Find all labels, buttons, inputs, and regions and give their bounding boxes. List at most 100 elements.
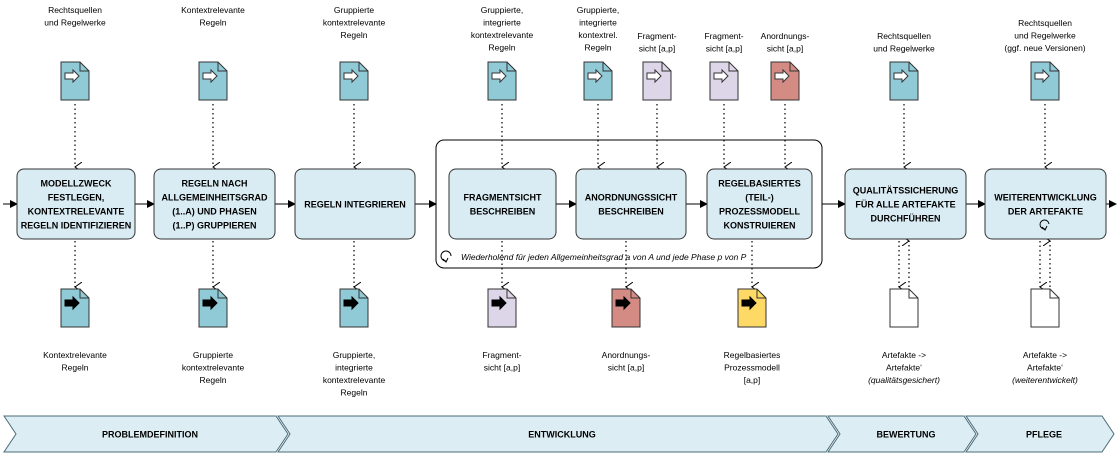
input-doc-2-fold: [217, 62, 227, 72]
loop-note: Wiederholend für jeden Allgemeinheitsgra…: [461, 252, 747, 262]
step-modellzweck-label: KONTEXTRELEVANTE: [28, 207, 125, 217]
output-doc-2-fold: [217, 289, 227, 299]
input-doc-5-fold: [602, 62, 612, 72]
step-integrieren-label: REGELN INTEGRIEREN: [304, 200, 406, 210]
output-arrow-icon: [64, 295, 80, 311]
step-anordnungssicht: [575, 168, 687, 240]
step-modellzweck-label: FESTLEGEN,: [48, 193, 105, 203]
output-label-7: Artefakte‘: [886, 363, 922, 373]
input-doc-10: [1030, 61, 1060, 101]
input-label-3: Regeln: [341, 30, 368, 40]
output-doc-2: [198, 288, 228, 328]
input-label-7: sicht [a,p]: [706, 44, 742, 54]
input-label-8: sicht [a,p]: [767, 44, 803, 54]
input-doc-6: [642, 61, 672, 101]
output-doc-3-page: [339, 288, 369, 328]
documents: [60, 61, 1060, 328]
input-doc-1: [60, 61, 90, 101]
output-doc-4: [487, 288, 517, 328]
output-doc-7-page: [889, 288, 919, 328]
phase-chevron-3: [827, 415, 977, 453]
step-gruppieren-label: (1..P) GRUPPIEREN: [172, 221, 256, 231]
output-doc-1: [60, 288, 90, 328]
phase-chevron-1: [3, 415, 289, 453]
step-weiterentwicklung-label: DER ARTEFAKTE: [1008, 207, 1083, 217]
output-label-5: Anordnungs-: [602, 350, 651, 360]
input-doc-1-page: [60, 61, 90, 101]
input-doc-4: [487, 61, 517, 101]
input-label-3: Gruppierte: [334, 5, 374, 15]
phase-label-3: BEWERTUNG: [877, 430, 936, 440]
output-label-1: Kontextrelevante: [43, 350, 107, 360]
repeat-icon: [1039, 219, 1050, 230]
input-doc-8: [770, 61, 800, 101]
input-arrow-icon: [713, 68, 729, 84]
output-label-3: integrierte: [335, 363, 373, 373]
input-label-5: Regeln: [585, 43, 612, 53]
step-fragmentsicht: [448, 168, 557, 240]
input-label-9: Rechtsquellen: [877, 31, 931, 41]
input-label-1: Rechtsquellen: [48, 5, 102, 15]
output-doc-4-page: [487, 288, 517, 328]
step-qualitaetssicherung: [844, 168, 967, 240]
input-label-10: (ggf. neue Versionen): [1004, 43, 1085, 53]
step-modellzweck-label: MODELLZWECK: [41, 179, 112, 189]
output-label-6: [a,p]: [744, 375, 761, 385]
output-label-2: kontextrelevante: [182, 363, 245, 373]
step-gruppieren: [153, 168, 276, 240]
input-label-5: integrierte: [579, 18, 617, 28]
output-label-4: sicht [a,p]: [484, 363, 520, 373]
input-label-3: kontextrelevante: [323, 18, 386, 28]
step-qualitaetssicherung-label: DURCHFÜHREN: [871, 214, 941, 224]
output-label-4: Fragment-: [482, 350, 521, 360]
step-weiterentwicklung-label: WEITERENTWICKLUNG: [994, 193, 1097, 203]
input-label-2: Kontextrelevante: [181, 5, 245, 15]
step-modellzweck: [16, 168, 136, 240]
step-fragmentsicht-label: FRAGMENTSICHT: [464, 193, 542, 203]
output-doc-6-page: [737, 288, 767, 328]
input-doc-7: [709, 61, 739, 101]
input-doc-9-page: [889, 61, 919, 101]
step-weiterentwicklung: [984, 168, 1107, 240]
output-arrow-icon: [615, 295, 631, 311]
input-doc-2: [198, 61, 228, 101]
input-arrow-icon: [893, 68, 909, 84]
output-label-8: Artefakte ->: [1023, 350, 1067, 360]
input-arrow-icon: [646, 68, 662, 84]
input-arrow-icon: [202, 68, 218, 84]
input-doc-3: [339, 61, 369, 101]
phase-label-4: PFLEGE: [1026, 430, 1062, 440]
input-label-10: Rechtsquellen: [1018, 18, 1072, 28]
input-arrow-icon: [64, 68, 80, 84]
loop-frame: [435, 139, 823, 269]
step-prozessmodell-label: REGELBASIERTES: [718, 179, 801, 189]
output-label-3: Regeln: [341, 388, 368, 398]
input-label-5: Gruppierte,: [577, 5, 620, 15]
output-label-2: Regeln: [200, 375, 227, 385]
loop-icon: [440, 250, 452, 262]
step-prozessmodell-label: (TEIL-): [745, 193, 774, 203]
step-qualitaetssicherung-label: QUALITÄTSSICHERUNG: [853, 186, 959, 196]
input-arrow-icon: [774, 68, 790, 84]
phase-label-1: PROBLEMDEFINITION: [102, 430, 198, 440]
input-label-6: sicht [a,p]: [639, 44, 675, 54]
step-anordnungssicht-label: ANORDNUNGSSICHT: [585, 193, 678, 203]
input-doc-5-page: [583, 61, 613, 101]
output-doc-8-page: [1030, 288, 1060, 328]
step-gruppieren-label: ALLGEMEINHEITSGRAD: [161, 193, 268, 203]
step-gruppieren-label: (1..A) UND PHASEN: [172, 207, 257, 217]
output-doc-3: [339, 288, 369, 328]
step-integrieren: [294, 168, 416, 240]
output-doc-5-page: [611, 288, 641, 328]
input-doc-10-fold: [1049, 62, 1059, 72]
input-label-5: kontextrel.: [578, 30, 617, 40]
output-doc-7-fold: [908, 289, 918, 299]
input-label-1: und Regelwerke: [44, 18, 106, 28]
input-arrow-icon: [343, 68, 359, 84]
input-label-2: Regeln: [200, 18, 227, 28]
process-steps: [16, 139, 1107, 269]
output-label-8: Artefakte‘: [1027, 363, 1063, 373]
input-doc-10-page: [1030, 61, 1060, 101]
input-arrow-icon: [587, 68, 603, 84]
